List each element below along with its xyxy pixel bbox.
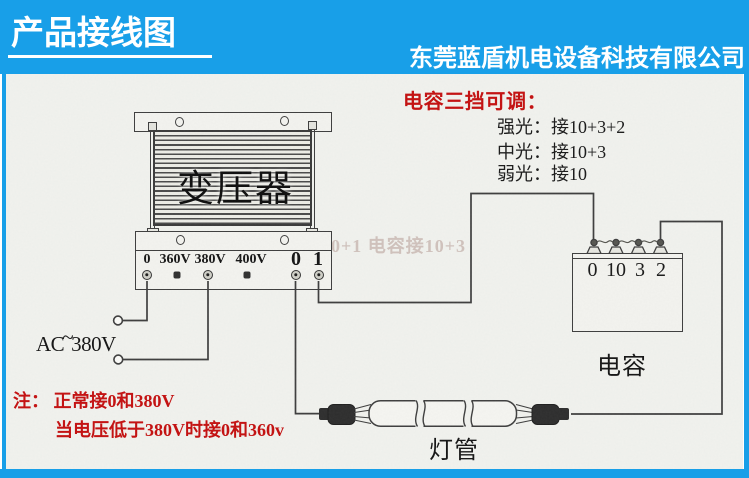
capacitor-setting-heading: 电容三挡可调： (403, 91, 548, 113)
header-band (0, 0, 749, 74)
company-name: 东莞蓝盾机电设备科技有限公司 (409, 45, 745, 72)
lamp-left-connector (327, 404, 356, 425)
wire-out1-to-capacitor (317, 192, 595, 304)
ac-input-label: AC~380V (36, 325, 116, 356)
lamp-right-connector (531, 404, 560, 425)
setting-strong-light: 强光：接10+3+2 (497, 117, 626, 137)
ac-terminal-circle-top (112, 315, 124, 326)
title-underline (8, 55, 212, 58)
wire-0-to-ac (122, 281, 148, 322)
setting-weak-light: 弱光：接10 (497, 164, 587, 184)
capacitor-label: 电容 (597, 354, 647, 380)
lamp-drawing (319, 399, 569, 428)
wire-out0-to-lamp (294, 281, 320, 415)
page-title: 产品接线图 (11, 14, 176, 51)
capacitor-terminal-2: 2 (656, 259, 666, 281)
usage-note-line1: 注： 正常接0和380V (13, 391, 175, 411)
capacitor-terminal-3: 3 (635, 259, 645, 281)
tilde: ~ (62, 325, 74, 349)
capacitor-terminal-10: 10 (606, 259, 626, 281)
lamp-tube (368, 400, 518, 427)
lamp-right-cap (557, 408, 569, 420)
lamp-right-fanwires (515, 403, 534, 425)
capacitor-terminal-0: 0 (587, 259, 598, 281)
bottom-band (0, 469, 749, 478)
capacitor-jumpers (596, 240, 658, 244)
usage-note-line2: 当电压低于380V时接0和360v (55, 420, 284, 440)
lamp-label: 灯管 (429, 438, 479, 464)
left-border (2, 74, 6, 469)
right-border (744, 74, 749, 469)
